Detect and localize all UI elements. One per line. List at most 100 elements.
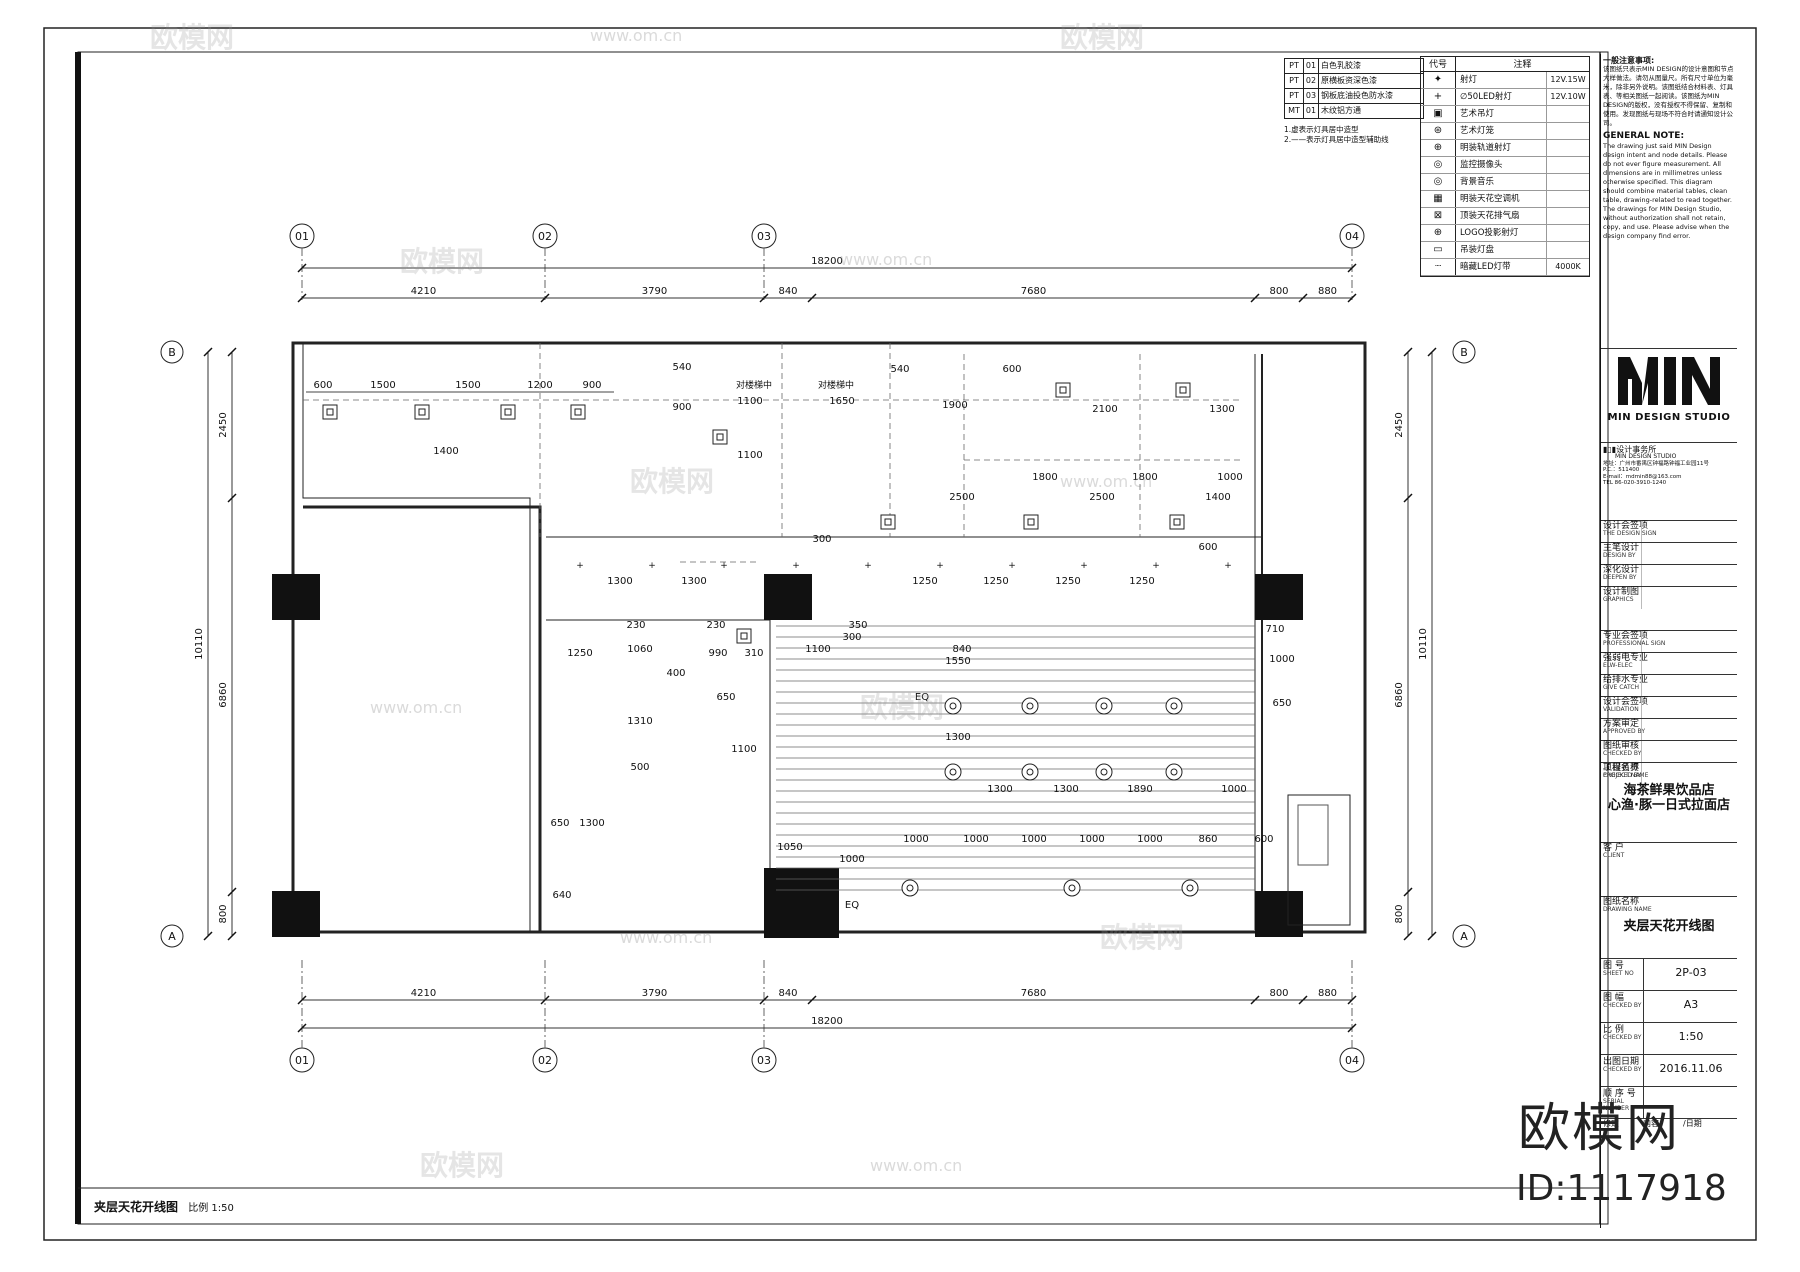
dim-label: 1250 — [1129, 576, 1154, 587]
art-pendant-icon — [570, 404, 586, 420]
dim-label: 7680 — [1021, 988, 1046, 999]
watermark-id: ID:1117918 — [1516, 1168, 1727, 1209]
material-num: 03 — [1304, 89, 1319, 103]
legend-symbol-icon: ◎ — [1421, 157, 1456, 173]
material-desc: 白色乳胶漆 — [1321, 61, 1361, 70]
dim-label: 7680 — [1021, 286, 1046, 297]
dim-label: 600 — [1198, 542, 1217, 553]
dim-label: 1000 — [963, 834, 988, 845]
meta-value: 2016.11.06 — [1659, 1062, 1723, 1075]
material-num: 01 — [1304, 104, 1319, 118]
title-block-row-cn: 项目负责 — [1603, 763, 1640, 773]
dim-label: 1000 — [903, 834, 928, 845]
meta-label: 比 例 — [1603, 1025, 1624, 1035]
title-block: 一般注意事项: 该图纸只表示MIN DESIGN的设计意图和节点大样做法。请勿从… — [1600, 54, 1737, 1228]
studio-address: 地址：广州市番禺区钟福路钟福工业园11号 — [1603, 461, 1709, 468]
dim-label: 880 — [1318, 286, 1337, 297]
legend-name: LOGO投影射灯 — [1460, 228, 1519, 238]
dim-label: 1060 — [627, 644, 652, 655]
legend-spec — [1546, 157, 1589, 173]
dim-label: 1550 — [945, 656, 970, 667]
spotlight-icon: + — [936, 561, 944, 571]
axis-label: 04 — [1345, 230, 1359, 243]
legend-symbol-icon: ┈ — [1421, 259, 1456, 275]
dim-label: 600 — [313, 380, 332, 391]
project-label-cn: 工程名称 — [1603, 763, 1640, 773]
general-note-en: The drawing just said MIN Design design … — [1603, 141, 1732, 240]
title-block-row-cn: 专业会签项 — [1603, 631, 1649, 641]
dim-label: 230 — [626, 620, 645, 631]
dim-label: 1100 — [805, 644, 830, 655]
dim-label: 2450 — [218, 412, 229, 437]
dim-tick — [1347, 995, 1357, 1005]
dim-tick — [1298, 293, 1308, 303]
material-desc: 木纹铝方通 — [1321, 106, 1361, 115]
title-block-row-en: DESIGN BY — [1603, 552, 1636, 560]
meta-label-en: CHECKED BY — [1603, 1034, 1642, 1042]
legend-spec — [1546, 106, 1589, 122]
legend-name: 顶装天花排气扇 — [1460, 211, 1520, 221]
legend-spec: 4000K — [1546, 259, 1589, 275]
dim-tick — [297, 1023, 307, 1033]
dim-label: 10110 — [1418, 628, 1429, 660]
dim-label: 1000 — [1221, 784, 1246, 795]
dim-tick — [540, 293, 550, 303]
downlight-icon — [1165, 697, 1183, 715]
axis-bubble-top: 04 — [1339, 223, 1365, 249]
dim-label: 10110 — [194, 628, 205, 660]
axis-label: 03 — [757, 1054, 771, 1067]
art-pendant-icon — [1175, 382, 1191, 398]
axis-bubble-top: 03 — [751, 223, 777, 249]
columns — [272, 574, 1303, 938]
material-note: 2.——表示灯具居中造型辅助线 — [1284, 135, 1389, 144]
axis-label: 03 — [757, 230, 771, 243]
dim-label: 840 — [778, 286, 797, 297]
dim-label: 1050 — [777, 842, 802, 853]
dim-label: 1300 — [607, 576, 632, 587]
axis-label: 01 — [295, 230, 309, 243]
dim-tick — [297, 293, 307, 303]
bottom-scale: 比例 1:50 — [188, 1203, 234, 1214]
dim-label: 650 — [550, 818, 569, 829]
legend-name: 吊装灯盘 — [1460, 245, 1495, 255]
downlight-icon — [1095, 697, 1113, 715]
dim-tick — [1250, 293, 1260, 303]
dim-label: 6860 — [1394, 682, 1405, 707]
dim-tick — [1403, 347, 1413, 357]
dim-label: 840 — [952, 644, 971, 655]
dim-tick — [1347, 1023, 1357, 1033]
art-pendant-icon — [1055, 382, 1071, 398]
dim-label: 800 — [1269, 988, 1288, 999]
title-block-row-cn: 主笔设计 — [1603, 543, 1640, 553]
title-block-row-en: GRAPHICS — [1603, 596, 1634, 604]
dim-label: 230 — [706, 620, 725, 631]
title-block-row-en: PROFESSIONAL SIGN — [1603, 640, 1666, 648]
rev-label: 修定 — [1603, 1119, 1619, 1128]
axis-label: B — [1460, 346, 1468, 359]
axis-label: 01 — [295, 1054, 309, 1067]
title-block-row-en: THE DESIGN SIGN — [1603, 530, 1657, 538]
legend-name: 射灯 — [1460, 75, 1478, 85]
meta-value: A3 — [1683, 998, 1699, 1011]
legend-spec — [1546, 174, 1589, 190]
dim-tick — [807, 293, 817, 303]
dim-label: 800 — [218, 904, 229, 923]
dim-label: EQ — [915, 692, 929, 703]
spotlight-icon: + — [1152, 561, 1160, 571]
dim-label: 1500 — [370, 380, 395, 391]
dim-label: 18200 — [811, 1016, 843, 1027]
material-num: 01 — [1304, 59, 1319, 73]
legend-name: 背景音乐 — [1460, 177, 1495, 187]
legend-spec: 12V.10W — [1546, 89, 1589, 105]
spotlight-icon: + — [576, 561, 584, 571]
legend-name: 明装天花空调机 — [1460, 194, 1520, 204]
general-note-en-title: GENERAL NOTE: — [1603, 131, 1685, 142]
art-pendant-icon — [712, 429, 728, 445]
watermark-brand-large: 欧模网 — [1518, 1099, 1681, 1159]
dim-label: 1500 — [455, 380, 480, 391]
